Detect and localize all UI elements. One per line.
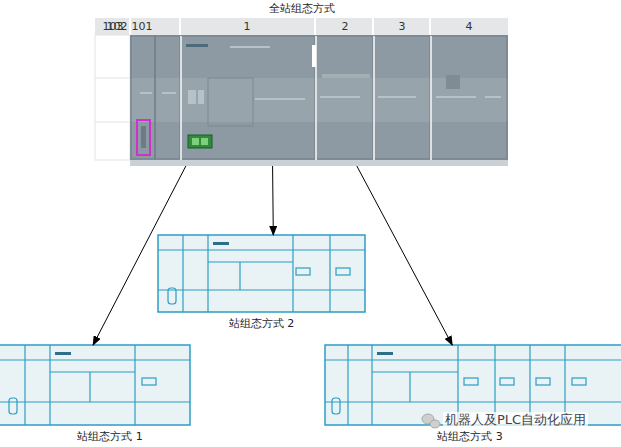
station-caption: 站组态方式 3: [437, 430, 503, 443]
arrow-connector: [357, 166, 452, 345]
slot-number: 1: [244, 20, 251, 33]
full-station-config: 全站组态方式: [95, 18, 508, 166]
watermark: 机器人及PLC自动化应用: [443, 412, 588, 427]
arrow-connector: [272, 166, 274, 235]
slot-number: 2: [342, 20, 349, 33]
arrow-connector: [93, 166, 186, 345]
slot-number: 3: [399, 20, 406, 33]
station-caption: 站组态方式 1: [77, 430, 143, 443]
station-config-box: 站组态方式 1: [0, 345, 190, 425]
station-caption: 站组态方式 2: [229, 317, 295, 330]
slot-number: 102: [107, 20, 128, 33]
slot-number: 4: [466, 20, 473, 33]
station-config-box: 站组态方式 2: [158, 235, 365, 312]
diagram-heading: 全站组态方式: [269, 2, 335, 15]
slot-number: 101: [132, 20, 153, 33]
